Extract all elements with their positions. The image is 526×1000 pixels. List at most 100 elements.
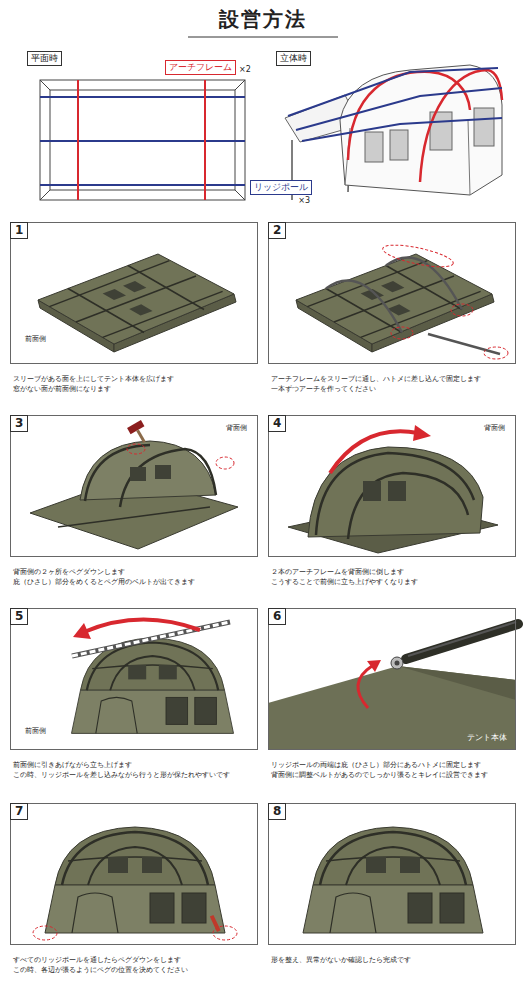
step-caption: 前面側に引きあげながら立ち上げますこの時、リッジポールを差し込みながら行うと形が… [13,760,257,780]
tag-text: 立体時 [280,53,307,63]
illustration-part [235,190,245,200]
caption-line: ２本のアーチフレームを背面側に倒します [271,567,515,577]
caption-line: 背面側に調整ベルトがあるのでしっかり張るとキレイに設営できます [271,770,515,780]
illustration-part [451,304,473,316]
part-name-tag: アーチフレーム [165,60,236,75]
illustration-part [468,120,470,195]
caption-line: 庇（ひさし）部分をめくるとペグ用のベルトが出てきます [13,577,257,587]
illustration-part [127,444,145,454]
step-number: 6 [268,608,286,625]
step-caption: リッジポールの両端は庇（ひさし）部分にあるハトメに固定します背面側に調整ベルトが… [271,760,515,780]
step-caption: 形を整え、異常がないか確認したら完成です [271,955,515,965]
caption-line: 窓がない面が前面側になります [13,384,257,394]
caption-line: スリーブがある面を上にしてテント本体を広げます [13,374,257,384]
illustration-part [408,622,516,656]
illustration-part [302,118,502,141]
illustration-part [428,334,500,354]
illustration-part [33,926,57,940]
illustration-part [365,132,383,162]
illustration-part [204,80,206,200]
side-label: 背面側 [226,424,247,433]
tag-text: アーチフレーム [169,62,232,72]
illustration-part [367,660,381,672]
step-number-text: 7 [15,804,23,818]
step-caption: 背面側の２ヶ所をペグダウンします庇（ひさし）部分をめくるとペグ用のベルトが出てき… [13,567,257,587]
illustration-part [395,661,400,666]
illustration-part [474,108,494,146]
illustration-part [40,190,50,200]
step-number: 8 [268,803,286,820]
step-number: 3 [10,415,28,432]
illustration-part [73,623,91,639]
step-illustration [30,420,238,549]
illustration-part [216,457,234,469]
step-number-text: 5 [15,609,23,623]
step-number-text: 4 [273,416,281,430]
illustration-part [326,280,402,332]
step-illustration [38,254,236,352]
step-panel: 背面側背面側の２ヶ所をペグダウンします庇（ひさし）部分をめくるとペグ用のベルトが… [10,415,258,557]
illustration-part [406,624,518,659]
illustration-part [40,140,245,142]
caption-line: リッジポールの両端は庇（ひさし）部分にあるハトメに固定します [271,760,515,770]
caption-line: アーチフレームをスリーブに通し、ハトメに差し込んで固定します [271,374,515,384]
illustration-part [316,453,474,535]
illustration-part [296,254,494,352]
tag-text: 平面時 [31,53,58,63]
illustration-part [420,70,502,182]
step-number: 4 [268,415,286,432]
tag-text: リッジポール [254,182,308,192]
illustration-part [348,473,468,539]
caption-line: 一本ずつアーチを作ってください [271,384,515,394]
illustration-part [363,481,381,501]
illustration-part [388,481,406,501]
assembled-tent-view [285,65,502,200]
part-name-tag: リッジポール [250,180,312,195]
illustration-part [40,80,245,200]
side-label: 前面側 [25,335,46,344]
illustration-part [268,666,516,750]
illustration-part [358,666,372,708]
plan-view [40,80,245,200]
side-label: 前面側 [25,727,46,736]
illustration-part [77,80,79,200]
illustration-part [58,507,210,527]
illustration-part [40,184,245,186]
illustration-part [330,431,418,473]
illustration-part [210,915,221,932]
step-illustration [33,827,237,940]
caption-line: 形を整え、異常がないか確認したら完成です [271,955,515,965]
step-illustration [303,827,483,933]
step-illustration [288,425,498,553]
caption-line: こうすることで前側に立ち上げやすくなります [271,577,515,587]
step-number-text: 3 [15,416,23,430]
step-caption: スリーブがある面を上にしてテント本体を広げます窓がない面が前面側になります [13,374,257,394]
step-number-text: 2 [273,223,281,237]
quantity-label: ×3 [298,196,310,206]
step-number-text: 8 [273,804,281,818]
illustration-part [391,327,413,339]
illustration-part [235,80,245,90]
view-tag: 平面時 [27,51,62,66]
illustration-part [45,827,225,933]
side-label: テント本体 [467,733,507,743]
illustration-part [398,666,516,700]
page-title: 設営方法 [0,7,526,31]
step-panel: すべてのリッジポールを通したらペグダウンをしますこの時、各辺が張るようにペグの位… [10,803,258,945]
illustration-part [390,130,408,160]
caption-line: 前面側に引きあげながら立ち上げます [13,760,257,770]
illustration-part [155,465,171,479]
caption-line: 背面側の２ヶ所をペグダウンします [13,567,257,577]
illustration-part [303,827,483,933]
step-panel: 背面側２本のアーチフレームを背面側に倒しますこうすることで前側に立ち上げやすくな… [268,415,516,557]
step-number: 7 [10,803,28,820]
illustration-part [84,619,200,632]
step-caption: ２本のアーチフレームを背面側に倒しますこうすることで前側に立ち上げやすくなります [271,567,515,587]
quantity-label: ×2 [239,65,251,75]
illustration-part [85,445,150,501]
step-illustration [296,241,508,359]
illustration-part [40,96,245,98]
illustration-part [188,37,338,38]
caption-line: この時、リッジポールを差し込みながら行うと形が保たれやすいです [13,770,257,780]
